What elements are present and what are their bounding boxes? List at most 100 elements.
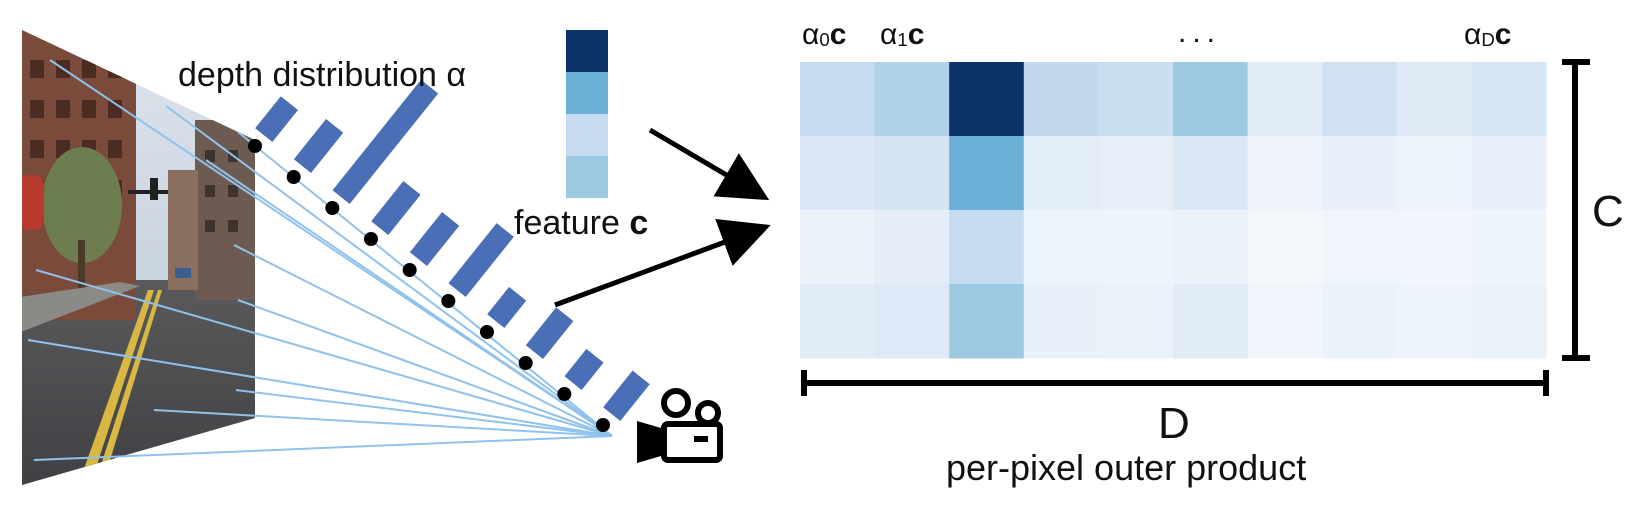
ray bbox=[33, 435, 613, 461]
grid-cell bbox=[1023, 210, 1099, 285]
ray bbox=[35, 269, 613, 437]
grid-cell bbox=[1247, 136, 1323, 211]
depth-bin-bar bbox=[332, 79, 439, 204]
camera-icon bbox=[637, 388, 723, 463]
channel-dimension-bracket bbox=[1562, 59, 1590, 361]
grid-cell bbox=[1023, 284, 1099, 359]
depth-bin-bar bbox=[564, 348, 604, 390]
grid-cell bbox=[874, 136, 950, 211]
alpha0-c: c bbox=[829, 18, 847, 51]
grid-cell bbox=[1098, 284, 1174, 359]
grid-cell bbox=[1471, 210, 1547, 285]
grid-cell bbox=[1471, 136, 1547, 211]
depth-bin-point bbox=[286, 170, 301, 184]
alpha1-subscript: 1 bbox=[897, 29, 908, 50]
grid-cell bbox=[949, 62, 1025, 137]
depth-bin-bar bbox=[255, 96, 298, 142]
grid-cell bbox=[1023, 136, 1099, 211]
alphaD-c: c bbox=[1494, 18, 1512, 51]
grid-cell bbox=[1322, 136, 1398, 211]
arrow-bottom bbox=[554, 218, 771, 308]
grid-cell bbox=[1173, 284, 1249, 359]
grid-cell bbox=[949, 210, 1025, 285]
grid-cell bbox=[1173, 62, 1249, 137]
grid-cell bbox=[1396, 136, 1472, 211]
depth-distribution-label: depth distribution α bbox=[178, 56, 467, 94]
depth-distribution-bars bbox=[248, 79, 650, 432]
depth-bin-bar bbox=[603, 370, 650, 421]
grid-cell bbox=[949, 284, 1025, 359]
depth-bin-point bbox=[441, 294, 456, 308]
depth-bin-point bbox=[480, 325, 494, 339]
grid-cell bbox=[1322, 62, 1398, 137]
alpha0-symbol: α bbox=[802, 18, 820, 51]
depth-bin-bar bbox=[293, 119, 344, 173]
ray bbox=[205, 159, 613, 437]
feature-vector-c bbox=[566, 30, 608, 198]
depth-bin-point bbox=[596, 418, 610, 432]
ray bbox=[233, 244, 613, 437]
alpha1-c-label: α1c bbox=[880, 20, 924, 50]
outer-product-grid bbox=[800, 62, 1547, 359]
grid-cell bbox=[1098, 210, 1174, 285]
feature-label: feature c bbox=[514, 206, 648, 240]
camera-rays bbox=[27, 59, 613, 461]
grid-cell bbox=[800, 210, 876, 285]
caption-label: per-pixel outer product bbox=[946, 447, 1307, 488]
alpha1-symbol: α bbox=[880, 18, 898, 51]
alphaD-subscript: D bbox=[1481, 29, 1495, 50]
ray bbox=[237, 131, 613, 437]
alphaD-c-label: αDc bbox=[1464, 20, 1511, 50]
grid-cell bbox=[800, 136, 876, 211]
grid-cell bbox=[874, 210, 950, 285]
grid-cell bbox=[1023, 62, 1099, 137]
depth-bin-point bbox=[518, 356, 533, 370]
grid-cell bbox=[1471, 62, 1547, 137]
arrow-top bbox=[648, 127, 770, 201]
depth-bin-point bbox=[325, 201, 340, 215]
feature-vector-cell bbox=[566, 114, 608, 156]
depth-bin-point bbox=[402, 263, 417, 277]
depth-bin-bar bbox=[487, 286, 527, 328]
depth-bin-bar bbox=[371, 181, 421, 235]
grid-cell bbox=[1098, 136, 1174, 211]
ray bbox=[153, 409, 613, 437]
ray bbox=[237, 299, 613, 437]
feature-vector-cell bbox=[566, 30, 608, 72]
depth-bin-point bbox=[248, 139, 262, 153]
grid-cell bbox=[800, 62, 876, 137]
depth-dimension-label: D bbox=[1158, 399, 1190, 448]
ray bbox=[27, 339, 613, 437]
grid-cell bbox=[1247, 210, 1323, 285]
grid-cell bbox=[1247, 62, 1323, 137]
ray bbox=[235, 389, 613, 437]
channel-dimension-label: C bbox=[1592, 187, 1624, 236]
depth-bin-point bbox=[364, 232, 378, 246]
grid-cell bbox=[1396, 284, 1472, 359]
depth-bin-bar bbox=[448, 223, 514, 297]
feature-vector-cell bbox=[566, 156, 608, 198]
alphaD-symbol: α bbox=[1464, 18, 1482, 51]
alpha0-subscript: 0 bbox=[819, 29, 830, 50]
depth-bin-bar bbox=[409, 212, 460, 266]
grid-cell bbox=[1247, 284, 1323, 359]
grid-cell bbox=[1471, 284, 1547, 359]
feature-label-text: feature bbox=[514, 204, 620, 242]
alpha0-c-label: α0c bbox=[802, 20, 846, 50]
feature-symbol: c bbox=[629, 204, 649, 242]
feature-vector-cell bbox=[566, 72, 608, 114]
ellipsis-label: ... bbox=[1178, 16, 1222, 49]
grid-cell bbox=[1173, 210, 1249, 285]
grid-cell bbox=[949, 136, 1025, 211]
depth-bin-point bbox=[557, 387, 572, 401]
grid-cell bbox=[1098, 62, 1174, 137]
grid-cell bbox=[1322, 284, 1398, 359]
depth-dimension-bracket bbox=[801, 370, 1549, 396]
grid-cell bbox=[874, 284, 950, 359]
grid-cell bbox=[800, 284, 876, 359]
grid-cell bbox=[1396, 62, 1472, 137]
grid-cell bbox=[874, 62, 950, 137]
ray bbox=[165, 105, 613, 437]
grid-cell bbox=[1322, 210, 1398, 285]
